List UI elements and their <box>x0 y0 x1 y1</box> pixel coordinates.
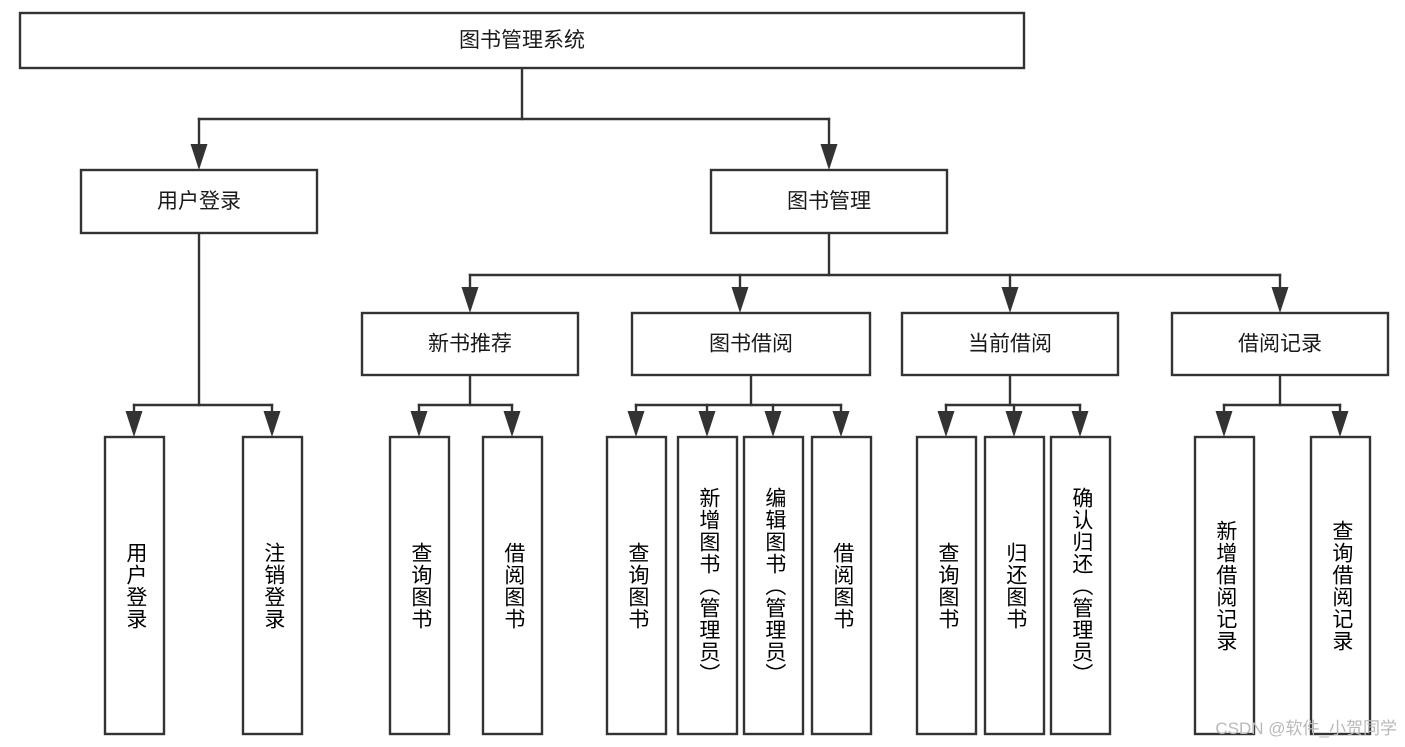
leaf-box-leaf-logout[interactable] <box>241 435 304 736</box>
leaf-box-leaf-add-borrow-record[interactable] <box>1193 435 1256 736</box>
arrow-head-icon <box>937 411 955 437</box>
node-box-user-login[interactable] <box>79 168 319 235</box>
arrow-head-icon <box>1215 411 1233 437</box>
node-label: 用户登录 <box>157 190 241 213</box>
node-box-book-borrow[interactable] <box>630 311 872 377</box>
leaf-box-leaf-query-borrow-record[interactable] <box>1309 435 1372 736</box>
arrow-head-icon <box>1005 411 1023 437</box>
node-box-root[interactable] <box>18 11 1026 70</box>
connector-book-borrow <box>627 373 850 437</box>
leaf-box-leaf-query-book-3[interactable] <box>915 435 978 736</box>
leaf-box-leaf-borrow-book-1[interactable] <box>481 435 544 736</box>
node-box-borrow-record[interactable] <box>1170 311 1390 377</box>
root-node-label: 图书管理系统 <box>459 29 585 52</box>
arrow-head-icon <box>190 144 208 170</box>
connector-book-manage <box>461 231 1289 313</box>
connector-borrow-record <box>1215 373 1349 437</box>
arrow-head-icon <box>764 411 782 437</box>
connector-root <box>190 66 838 170</box>
arrow-head-icon <box>263 411 281 437</box>
leaf-box-leaf-query-book-2[interactable] <box>605 435 668 736</box>
arrow-head-icon <box>698 411 716 437</box>
arrow-head-icon <box>820 144 838 170</box>
leaf-box-leaf-user-login[interactable] <box>103 435 166 736</box>
arrow-head-icon <box>125 411 143 437</box>
arrow-head-icon <box>731 287 749 313</box>
arrow-head-icon <box>1001 287 1019 313</box>
arrow-head-icon <box>461 287 479 313</box>
arrow-head-icon <box>627 411 645 437</box>
node-label: 借阅记录 <box>1238 333 1322 356</box>
arrow-head-icon <box>1271 287 1289 313</box>
node-label: 图书管理 <box>787 190 871 213</box>
connector-current-borrow <box>937 373 1089 437</box>
watermark-text: CSDN @软件_小贺同学 <box>1215 719 1397 738</box>
node-label: 新书推荐 <box>428 333 512 356</box>
arrow-head-icon <box>410 411 428 437</box>
connector-layer <box>125 66 1349 437</box>
node-box-layer <box>18 11 1390 736</box>
node-label: 图书借阅 <box>709 333 793 356</box>
arrow-head-icon <box>503 411 521 437</box>
connector-new-book-recommend <box>410 373 521 437</box>
connector-user-login <box>125 231 281 437</box>
leaf-box-leaf-borrow-book-2[interactable] <box>810 435 873 736</box>
leaf-box-leaf-confirm-return-admin[interactable] <box>1049 435 1112 736</box>
arrow-head-icon <box>1071 411 1089 437</box>
node-box-book-manage[interactable] <box>709 168 949 235</box>
arrow-head-icon <box>1331 411 1349 437</box>
node-box-new-book-recommend[interactable] <box>360 311 580 377</box>
node-label: 当前借阅 <box>968 333 1052 356</box>
leaf-box-leaf-return-book[interactable] <box>983 435 1046 736</box>
node-box-current-borrow[interactable] <box>900 311 1120 377</box>
arrow-head-icon <box>832 411 850 437</box>
leaf-box-leaf-add-book-admin[interactable] <box>676 435 739 736</box>
leaf-box-leaf-query-book-1[interactable] <box>388 435 451 736</box>
leaf-box-leaf-edit-book-admin[interactable] <box>742 435 805 736</box>
